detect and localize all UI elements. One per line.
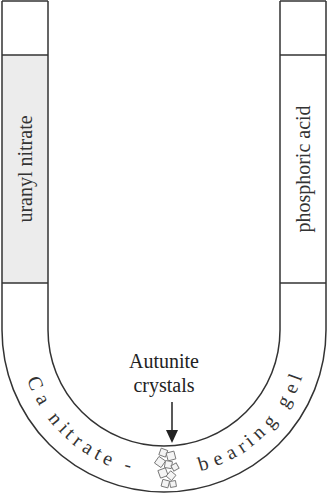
- callout-label: Autunite crystals: [99, 349, 229, 397]
- gel-label-letter: e: [210, 447, 226, 469]
- solution-band: phosphoric acid: [280, 55, 326, 283]
- tube-rim: [280, 0, 326, 2]
- gel-boundary: [2, 282, 48, 284]
- gel-boundary: [280, 282, 326, 284]
- solution-fill: [2, 55, 48, 283]
- pointer-arrow: [171, 402, 173, 432]
- gel-label-letter: e: [279, 380, 301, 396]
- arrow-head: [166, 430, 178, 443]
- crystal-cluster: [154, 448, 179, 488]
- solution-band: uranyl nitrate: [2, 55, 48, 283]
- solution-label: uranyl nitrate: [15, 115, 35, 222]
- gel-label-letter: g: [272, 392, 294, 411]
- level-line: [2, 54, 48, 56]
- tube-rim: [2, 0, 48, 2]
- gel-label-letter: [162, 459, 167, 479]
- solution-label: phosphoric acid: [293, 105, 313, 232]
- gel-label-letter: a: [32, 390, 54, 408]
- level-line: [280, 54, 326, 56]
- gel-label-letter: b: [196, 452, 211, 474]
- gel-label-letter: g: [259, 410, 281, 431]
- tube-inner-wall: [48, 1, 280, 446]
- gel-label-letter: -: [122, 454, 134, 475]
- gel-label-letter: C: [24, 373, 48, 393]
